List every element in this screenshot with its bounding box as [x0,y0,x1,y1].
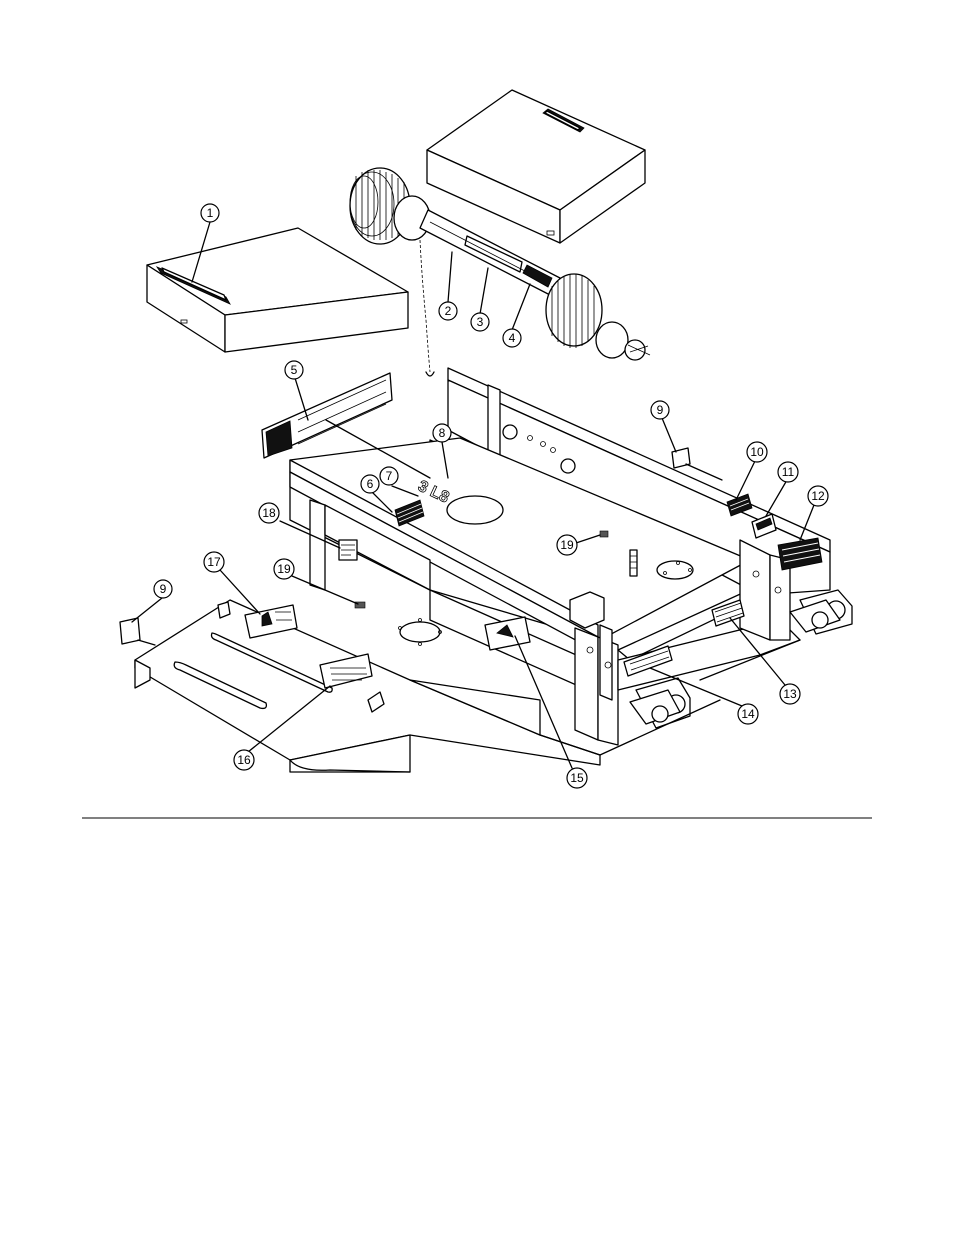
storage-box-right [427,90,645,243]
svg-text:14: 14 [741,707,755,721]
callout-15: 15 [567,768,587,788]
callout-10: 10 [747,442,767,462]
callout-19-left: 19 [274,559,294,579]
callout-3: 3 [471,313,489,331]
svg-text:4: 4 [509,331,516,345]
decal-19-center [600,531,608,537]
callout-13: 13 [780,684,800,704]
svg-text:5: 5 [291,363,298,377]
svg-text:6: 6 [367,477,374,491]
svg-text:16: 16 [237,753,251,767]
svg-text:19: 19 [277,562,291,576]
callout-1: 1 [201,204,219,222]
svg-text:17: 17 [207,555,221,569]
svg-text:9: 9 [657,403,664,417]
svg-text:3: 3 [477,315,484,329]
decal-13 [712,600,744,626]
callout-18: 18 [259,503,279,523]
svg-text:19: 19 [560,538,574,552]
svg-text:15: 15 [570,771,584,785]
callout-12: 12 [808,486,828,506]
svg-text:10: 10 [750,445,764,459]
svg-text:18: 18 [262,506,276,520]
callout-2: 2 [439,302,457,320]
callout-17: 17 [204,552,224,572]
callout-19-center: 19 [557,535,577,555]
svg-text:2: 2 [445,304,452,318]
callout-9-front: 9 [154,580,172,598]
callout-14: 14 [738,704,758,724]
svg-text:12: 12 [811,489,825,503]
storage-box-left [147,228,408,352]
callout-8: 8 [433,424,451,442]
callout-6: 6 [361,475,379,493]
svg-text:7: 7 [386,469,393,483]
svg-text:9: 9 [160,582,167,596]
svg-text:1: 1 [207,206,214,220]
svg-text:11: 11 [782,465,795,479]
decal-9-front [120,618,140,644]
lift-arm-clevis-front [630,678,690,728]
svg-text:13: 13 [783,687,797,701]
callout-9-rear: 9 [651,401,669,419]
lift-arm-clevis-rear [790,590,852,634]
rear-shield [546,274,650,360]
callout-7: 7 [380,467,398,485]
svg-text:8: 8 [439,426,446,440]
callout-5: 5 [285,361,303,379]
callout-4: 4 [503,329,521,347]
callout-11: 11 [778,462,798,482]
safety-chain [420,240,434,376]
front-shield [350,168,430,244]
callout-16: 16 [234,750,254,770]
